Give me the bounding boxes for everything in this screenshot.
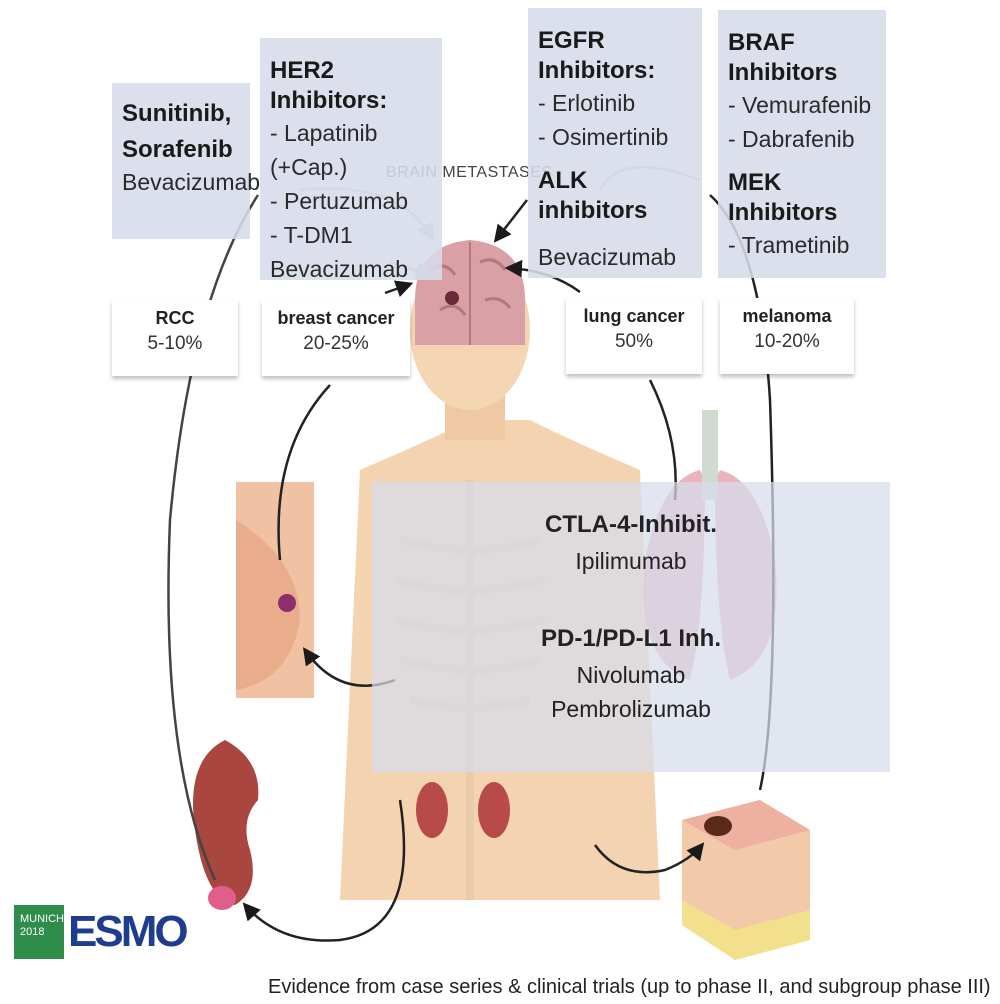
mek-item: - Trametinib [728, 228, 886, 262]
melanoma-stat-card: melanoma 10-20% [720, 298, 854, 374]
braf-item: - Vemurafenib [728, 88, 886, 122]
lung-cancer-stat-card: lung cancer 50% [566, 298, 702, 374]
pd1-drug: Pembrolizumab [372, 692, 890, 726]
logo-city-year: MUNICH 2018 [14, 905, 64, 959]
kidney-image [193, 740, 258, 910]
stat-percent: 20-25% [262, 330, 410, 358]
braf-item: - Dabrafenib [728, 122, 886, 156]
logo-brand: ESMO [64, 905, 190, 959]
pd1-title: PD-1/PD-L1 Inh. [372, 624, 890, 654]
egfr-bevacizumab: Bevacizumab [538, 240, 702, 274]
stat-percent: 10-20% [720, 328, 854, 356]
breast-cancer-stat-card: breast cancer 20-25% [262, 300, 410, 376]
stat-name: lung cancer [566, 304, 702, 328]
her2-item: - Lapatinib (+Cap.) [270, 116, 442, 184]
pd1-drug: Nivolumab [372, 658, 890, 692]
rcc-stat-card: RCC 5-10% [112, 300, 238, 376]
egfr-brain-arrow [496, 200, 527, 240]
egfr-item: - Osimertinib [538, 120, 702, 154]
stat-name: breast cancer [262, 306, 410, 330]
stat-name: melanoma [720, 304, 854, 328]
immunotherapy-box: CTLA-4-Inhibit. Ipilimumab PD-1/PD-L1 In… [372, 482, 890, 772]
esmo-logo: MUNICH 2018 ESMO [14, 905, 190, 959]
alk-title: ALK inhibitors [538, 166, 702, 226]
logo-city: MUNICH [20, 913, 58, 926]
stat-percent: 5-10% [112, 330, 238, 358]
logo-year: 2018 [20, 926, 58, 939]
ctla4-title: CTLA-4-Inhibit. [372, 510, 890, 540]
her2-box: HER2 Inhibitors: - Lapatinib (+Cap.) - P… [260, 38, 442, 280]
her2-bevacizumab: Bevacizumab [270, 252, 442, 286]
her2-item: - T-DM1 [270, 218, 442, 252]
sunitinib-label: Sunitinib, [122, 99, 250, 129]
mek-title: MEK Inhibitors [728, 168, 886, 228]
egfr-alk-box: EGFR Inhibitors: - Erlotinib - Osimertin… [528, 8, 702, 278]
evidence-footer: Evidence from case series & clinical tri… [268, 976, 991, 999]
skin-image [682, 800, 810, 960]
egfr-item: - Erlotinib [538, 86, 702, 120]
sorafenib-label: Sorafenib [122, 135, 250, 165]
braf-mek-box: BRAF Inhibitors - Vemurafenib - Dabrafen… [718, 10, 886, 278]
braf-title: BRAF Inhibitors [728, 28, 886, 88]
breast-image [236, 482, 314, 698]
rcc-drug-box: Sunitinib, Sorafenib Bevacizumab [112, 83, 250, 239]
stat-name: RCC [112, 306, 238, 330]
her2-item: - Pertuzumab [270, 184, 442, 218]
her2-title: HER2 Inhibitors: [270, 56, 442, 116]
egfr-title: EGFR Inhibitors: [538, 26, 702, 86]
ctla4-drug: Ipilimumab [372, 544, 890, 578]
stat-percent: 50% [566, 328, 702, 356]
bevacizumab-label: Bevacizumab [122, 165, 250, 199]
